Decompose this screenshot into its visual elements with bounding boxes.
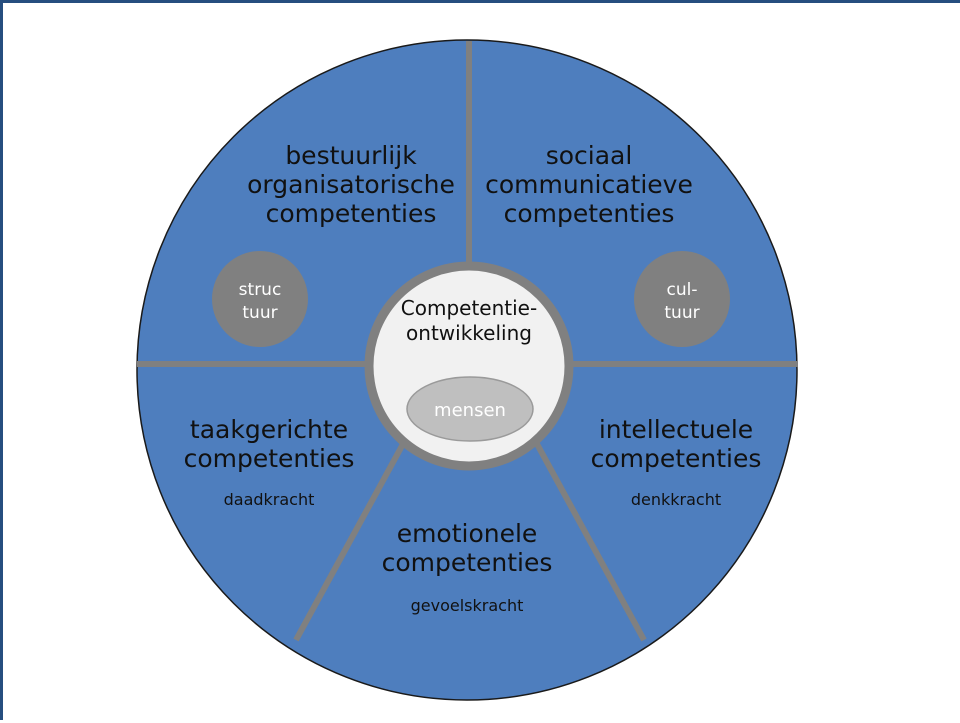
quadrant-top-left-line2: organisatorische [247,170,455,199]
quadrant-bottom-center-line2: competenties [382,548,553,577]
bubble-structuur-line1: struc [239,280,282,300]
quadrant-bottom-center-subtitle: gevoelskracht [411,596,524,615]
quadrant-top-left-line3: competenties [266,199,437,228]
ellipse-mensen[interactable] [406,376,534,442]
ellipse-mensen-label: mensen [434,400,506,421]
quadrant-top-right-line2: communicatieve [485,170,693,199]
bubble-cultuur-line2: tuur [664,303,699,323]
quadrant-bottom-left-line1: taakgerichte [190,415,348,444]
bubble-cultuur-line1: cul- [667,280,698,300]
quadrant-bottom-right-line2: competenties [591,444,762,473]
bubble-cultuur[interactable] [634,251,730,347]
quadrant-top-right-line1: sociaal [546,141,633,170]
center-title-line2: ontwikkeling [406,321,532,345]
divider-diagonal-left [293,431,412,642]
competency-wheel-diagram: struc tuur cul- tuur Competentie- ontwik… [136,39,798,701]
quadrant-bottom-left-line2: competenties [184,444,355,473]
quadrant-top-left-line1: bestuurlijk [285,141,417,170]
quadrant-bottom-left-subtitle: daadkracht [224,490,315,509]
divider-diagonal-right [528,431,647,642]
bubble-structuur-line2: tuur [242,303,277,323]
quadrant-bottom-center-line1: emotionele [397,519,538,548]
bubble-structuur[interactable] [212,251,308,347]
center-title-line1: Competentie- [401,296,537,320]
quadrant-bottom-right-line1: intellectuele [599,415,753,444]
quadrant-top-right-line3: competenties [504,199,675,228]
quadrant-bottom-right-subtitle: denkkracht [631,490,721,509]
